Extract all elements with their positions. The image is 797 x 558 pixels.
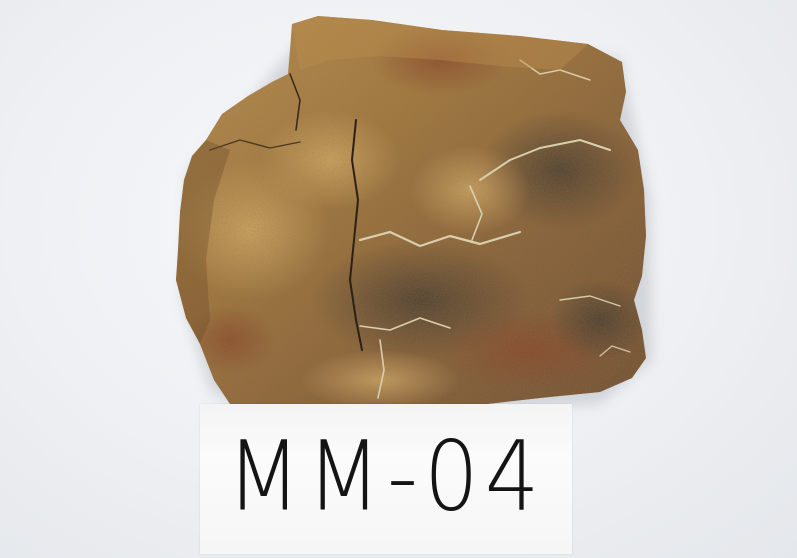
sample-label-card: MM-04 [200, 404, 572, 554]
sample-label-text: MM-04 [226, 421, 546, 533]
